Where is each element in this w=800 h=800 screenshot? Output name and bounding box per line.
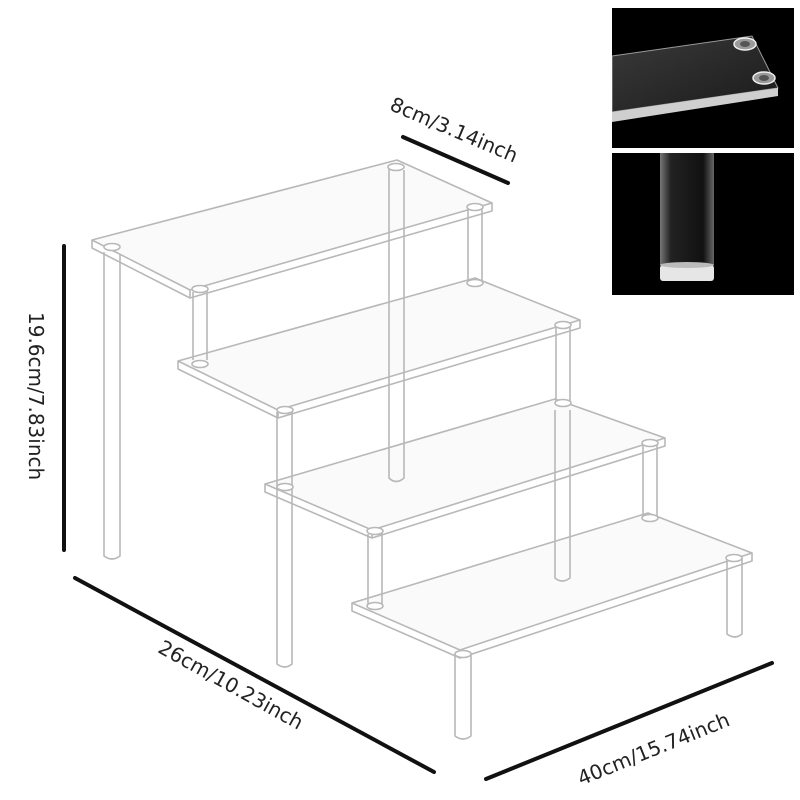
- side-dimension-line: [73, 576, 436, 774]
- tier-3-shelf: [264, 398, 666, 539]
- shelf-corner-detail-inset: [612, 8, 794, 148]
- width-dimension-line: [484, 661, 774, 781]
- height-dimension-label: 19.6cm/7.83inch: [24, 312, 48, 481]
- depth-dimension-line: [401, 135, 510, 185]
- tier-2-shelf: [177, 277, 581, 419]
- tier-4-shelf: [351, 512, 753, 659]
- dimension-lines: [62, 135, 774, 781]
- connector-studs: [103, 162, 743, 659]
- tier-1-shelf: [91, 159, 493, 299]
- leg-foot-detail-inset: [612, 153, 794, 295]
- legs: [103, 168, 743, 740]
